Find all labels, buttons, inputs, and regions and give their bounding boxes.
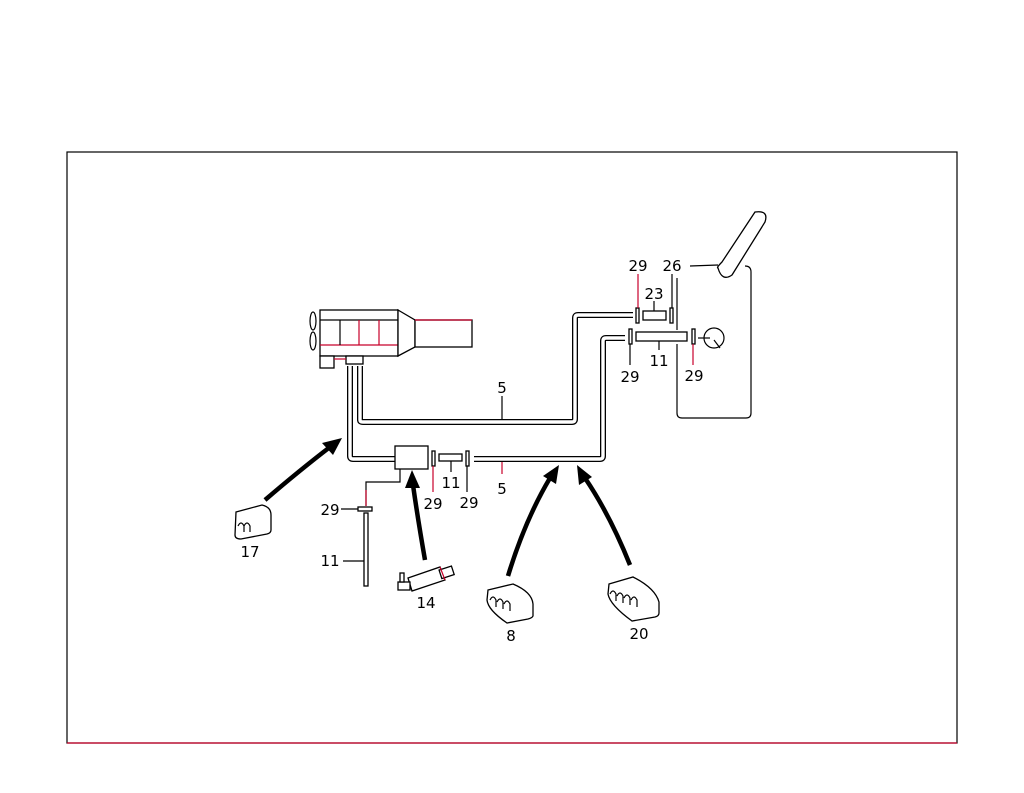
connector-20 bbox=[607, 576, 660, 622]
fuel-sender bbox=[698, 327, 725, 349]
engine bbox=[309, 308, 473, 369]
callout-17: 17 bbox=[240, 543, 259, 561]
callout-29: 29 bbox=[459, 494, 478, 512]
callout-29: 29 bbox=[320, 501, 339, 519]
callout-20: 20 bbox=[629, 625, 648, 643]
callout-29: 29 bbox=[423, 495, 442, 513]
callout-29: 29 bbox=[628, 257, 647, 275]
callout-11: 11 bbox=[649, 352, 668, 370]
callout-8: 8 bbox=[506, 627, 516, 645]
callout-23: 23 bbox=[644, 285, 663, 303]
hose-11 bbox=[363, 512, 369, 587]
connector-17 bbox=[234, 504, 272, 540]
callout-11: 11 bbox=[320, 552, 339, 570]
clamp-29 bbox=[635, 307, 640, 324]
callout-29: 29 bbox=[620, 368, 639, 386]
clamp-29 bbox=[691, 328, 696, 345]
callout-26: 26 bbox=[662, 257, 681, 275]
clamp-29 bbox=[357, 506, 373, 512]
fuel-line-5-upper bbox=[357, 312, 633, 425]
callout-5: 5 bbox=[497, 480, 507, 498]
clamp-29 bbox=[431, 450, 436, 467]
fuel-tank-outline bbox=[676, 265, 752, 419]
callout-11: 11 bbox=[441, 474, 460, 492]
diagram-frame bbox=[66, 151, 958, 744]
fuel-filter bbox=[394, 445, 429, 470]
arrows bbox=[263, 438, 633, 577]
hose-11 bbox=[438, 453, 463, 462]
clamp-29 bbox=[669, 307, 674, 324]
filler-neck-26 bbox=[716, 211, 767, 278]
fuel-line-5-lower bbox=[347, 335, 625, 462]
callout-29: 29 bbox=[684, 367, 703, 385]
hose-11 bbox=[635, 331, 688, 342]
fuel-pump-14 bbox=[397, 565, 456, 592]
clamp-29 bbox=[465, 450, 470, 467]
clamp-29 bbox=[628, 328, 633, 345]
part-23 bbox=[642, 310, 667, 321]
connector-8 bbox=[486, 583, 534, 624]
callout-14: 14 bbox=[416, 594, 435, 612]
callout-5: 5 bbox=[497, 379, 507, 397]
